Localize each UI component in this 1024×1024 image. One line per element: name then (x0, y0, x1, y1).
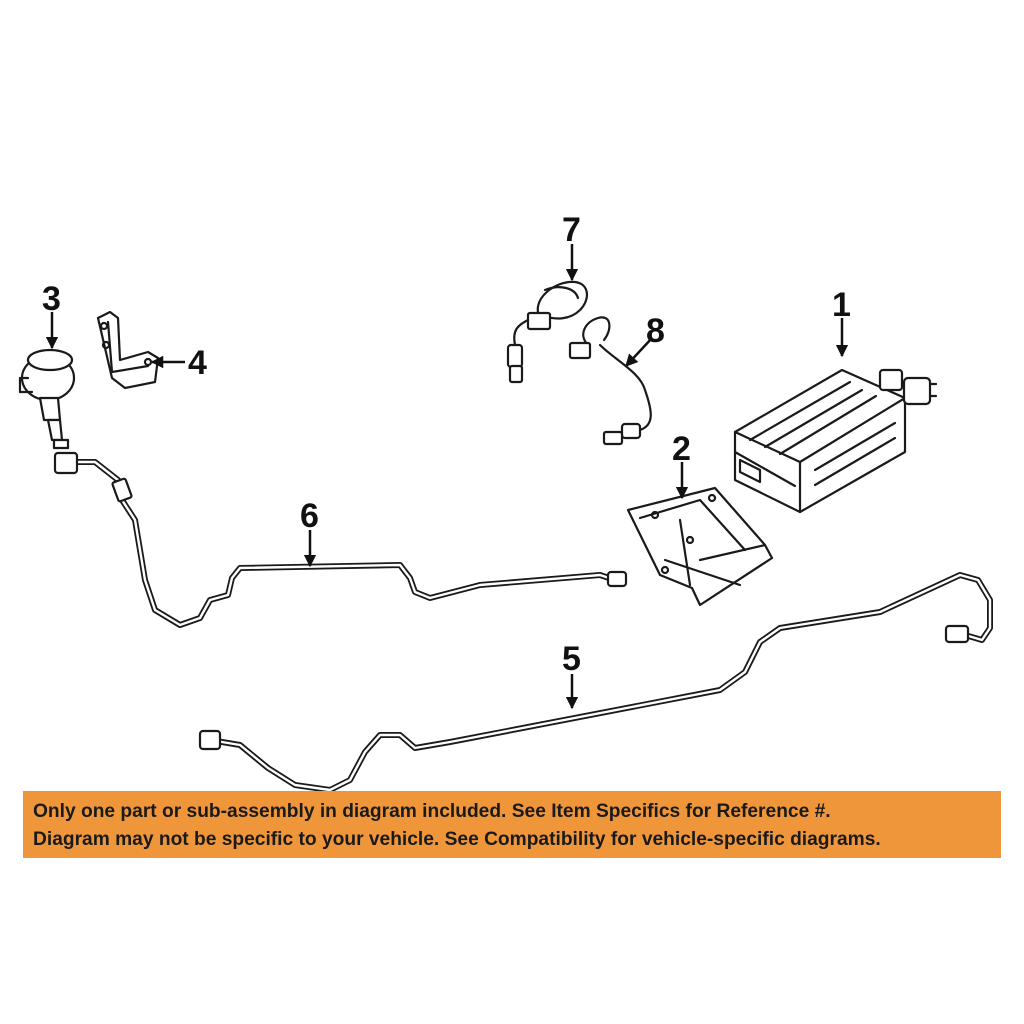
callout-3: 3 (42, 280, 61, 318)
oxygen-sensor-7-part (506, 280, 588, 384)
callout-7: 7 (562, 211, 581, 249)
leader-8 (625, 337, 653, 367)
purge-valve-part (18, 348, 76, 450)
vapor-canister-part (733, 368, 938, 514)
canister-bracket-part (626, 486, 774, 607)
callout-1: 1 (832, 286, 851, 324)
callout-2: 2 (672, 430, 691, 468)
callout-4: 4 (188, 344, 207, 382)
disclaimer-line-1: Only one part or sub-assembly in diagram… (33, 801, 831, 822)
vapor-tube-6-part (53, 451, 628, 628)
callout-5: 5 (562, 640, 581, 678)
disclaimer-banner: Only one part or sub-assembly in diagram… (23, 791, 1001, 858)
valve-bracket-part (96, 310, 160, 390)
callout-6: 6 (300, 497, 319, 535)
callout-leaders (45, 244, 849, 710)
vapor-tube-5-part (198, 572, 993, 793)
disclaimer-line-2: Diagram may not be specific to your vehi… (33, 829, 881, 850)
oxygen-sensor-8-part (568, 316, 652, 446)
callout-8: 8 (646, 312, 665, 350)
